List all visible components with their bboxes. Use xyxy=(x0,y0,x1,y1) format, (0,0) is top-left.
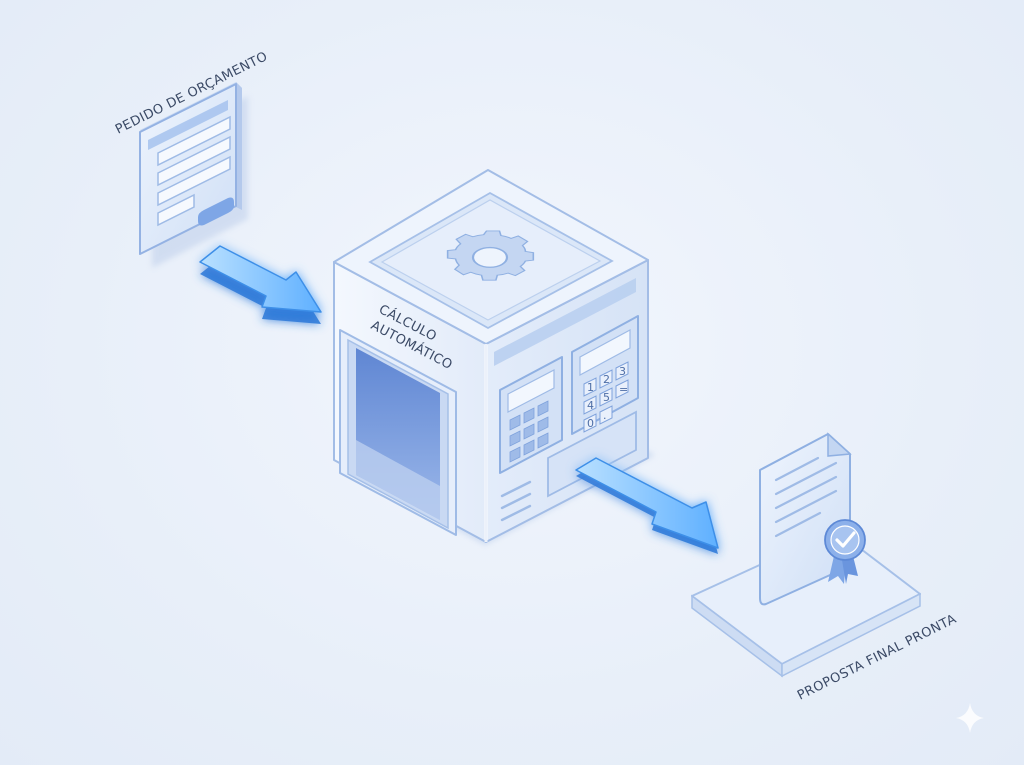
certified-document-icon xyxy=(759,432,866,606)
processing-machine: CÁLCULO AUTOMÁTICO xyxy=(333,169,655,545)
gear-icon xyxy=(446,230,535,281)
arrow-to-process xyxy=(199,245,322,324)
calculator-left xyxy=(499,356,563,474)
input-form-document: PEDIDO DE ORÇAMENTO xyxy=(113,49,270,268)
calculator-right: 1 2 3 4 5 = 0 . xyxy=(571,315,639,435)
calc-key-2: 2 xyxy=(603,373,610,386)
arrow-to-output xyxy=(575,457,719,554)
calc-key-dot: . xyxy=(603,409,607,422)
calc-key-0: 0 xyxy=(587,417,594,430)
calc-key-3: 3 xyxy=(619,365,626,378)
approval-badge-icon xyxy=(824,519,866,584)
calc-key-5: 5 xyxy=(603,391,610,404)
calc-key-equals: = xyxy=(619,383,628,396)
calc-key-1: 1 xyxy=(587,381,594,394)
form-document-icon xyxy=(139,82,248,268)
output-slot xyxy=(547,410,637,498)
calc-key-4: 4 xyxy=(587,399,594,412)
vent-lines xyxy=(500,480,532,522)
output-final-proposal: PROPOSTA FINAL PRONTA xyxy=(691,432,959,704)
sparkle-icon xyxy=(956,703,984,733)
